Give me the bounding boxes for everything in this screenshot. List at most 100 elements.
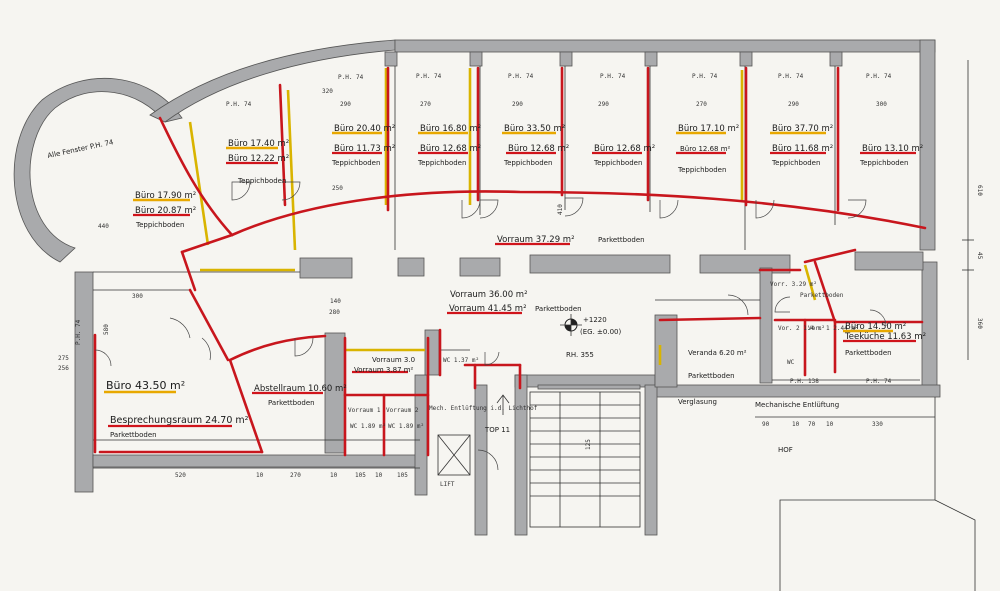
dim: 330 (872, 421, 883, 428)
ph-label: P.H. 74 (866, 73, 892, 80)
room-r5-line2: Büro 12.68 m² (594, 144, 655, 154)
room-r12-line2: Besprechungsraum 24.70 m² (110, 415, 249, 426)
room-r1-line1: Büro 17.40 m² (228, 139, 289, 149)
room-r21-floor: Parkettboden (845, 349, 892, 357)
dim: 300 (132, 293, 143, 300)
dim: 270 (696, 101, 707, 108)
room-r14-line2: Vorraum 3.0 (372, 356, 415, 364)
dim: 270 (290, 472, 301, 479)
dim: 520 (175, 472, 186, 479)
room-r3-line1: Büro 16.80 m² (420, 124, 481, 134)
room-r15-prefix2: Vorraum 2 (386, 407, 419, 414)
room-r8-floor: Teppichboden (859, 159, 908, 167)
dim: 10 (375, 472, 383, 479)
room-r11-line2: Vorraum 41.45 m² (449, 304, 527, 314)
inner-walls (299, 51, 924, 454)
dim: 140 (330, 298, 341, 305)
room-r9-floor: Teppichboden (135, 221, 184, 229)
room-r10-line1: Vorraum 37.29 m² (497, 235, 575, 245)
ph-label: P.H. 74 (416, 73, 442, 80)
room-r19-floor: Parkettboden (800, 292, 844, 299)
room-r2-floor: Teppichboden (331, 159, 380, 167)
room-r19-line1: Vorr. 3.29 m² (770, 281, 817, 288)
ph-label: P.H. 74 (692, 73, 718, 80)
glass-partitions (188, 68, 817, 365)
dim: 250 (332, 185, 343, 192)
staircase (529, 391, 641, 528)
room-r15-line2: WC 1.89 m² (388, 423, 424, 430)
room-r13-floor: Parkettboden (268, 399, 315, 407)
room-r6-line1: Büro 17.10 m² (678, 124, 739, 134)
room-r3-line2: Büro 12.68 m² (420, 144, 481, 154)
dim: 10 (792, 421, 800, 428)
room-r16-line1: WC 1.37 m² (443, 357, 479, 364)
dim: 440 (98, 223, 109, 230)
room-r11-line1: Vorraum 36.00 m² (450, 290, 528, 300)
room-r7-line1: Büro 37.70 m² (772, 124, 833, 134)
door-swings (94, 181, 887, 471)
dim: 90 (762, 421, 770, 428)
room-r6-floor: Teppichboden (677, 166, 726, 174)
dim: 105 (397, 472, 408, 479)
ph-138: P.H. 138 (790, 378, 819, 385)
level-2: (EG. ±0.00) (580, 328, 621, 336)
room-r7-line2: Büro 11.68 m² (772, 144, 833, 154)
room-r1-floor: Teppichboden (237, 177, 286, 185)
room-r20-line1: Vor. 2 1.4 m² (778, 325, 825, 332)
room-r4-line2: Büro 12.68 m² (508, 144, 569, 154)
dim: 410 (557, 204, 564, 215)
room-r12-line1: Büro 43.50 m² (106, 379, 185, 392)
dim: 360 (976, 318, 983, 329)
room-r3-floor: Teppichboden (417, 159, 466, 167)
dim: 275 (58, 355, 69, 362)
ph-label: P.H. 74 (778, 73, 804, 80)
room-r10-floor: Parkettboden (598, 236, 645, 244)
ph-label: P.H. 74 (508, 73, 534, 80)
room-r21-line2: Teeküche 11.63 m² (844, 332, 926, 342)
ph-label: P.H. 74 (226, 101, 252, 108)
room-r12-floor: Parkettboden (110, 431, 157, 439)
dim: 45 (976, 252, 983, 260)
room-r11-floor: Parkettboden (535, 305, 582, 313)
room-r18-line1: Veranda 6.20 m² (688, 349, 747, 357)
dim: 290 (512, 101, 523, 108)
room-r14-line1: Vorraum 3.87 m² (354, 366, 414, 374)
courtyard-label: HOF (778, 446, 793, 454)
dim: 256 (58, 365, 69, 372)
top-label: TOP 11 (484, 426, 510, 434)
dim: 320 (322, 88, 333, 95)
verglasung-label: Verglasung (678, 398, 717, 406)
room-r15-prefix: Vorraum 1 (348, 407, 381, 414)
ph-label: P.H. 74 (338, 74, 364, 81)
room-r20-line3: Vor. 1 2.44 m² (808, 325, 859, 332)
dim: 290 (598, 101, 609, 108)
room-r9-line2: Büro 20.87 m² (135, 206, 196, 216)
dim: 290 (340, 101, 351, 108)
dim: 280 (329, 309, 340, 316)
room-r17-line1: Mech. Entlüftung i.d. Lichthof (429, 405, 538, 412)
room-r18-floor: Parkettboden (688, 372, 735, 380)
room-r6-line2: Büro 12.68 m² (680, 145, 731, 153)
dim: 300 (876, 101, 887, 108)
room-r1-line2: Büro 12.22 m² (228, 154, 289, 164)
room-r2-line1: Büro 20.40 m² (334, 124, 395, 134)
mech-vent-label: Mechanische Entlüftung (755, 401, 839, 409)
ph-label: P.H. 74 (600, 73, 626, 80)
dim: 70 (808, 421, 816, 428)
level-1: +1220 (583, 316, 607, 324)
structure-lines (93, 60, 976, 591)
dimension-labels: 320 270 290 290 290 270 290 300 300 580 … (58, 88, 983, 479)
ph-74-right: P.H. 74 (866, 378, 892, 385)
outer-walls (13, 39, 941, 536)
room-r7-floor: Teppichboden (771, 159, 820, 167)
dim: 105 (355, 472, 366, 479)
level-marker (560, 314, 582, 336)
room-r4-line1: Büro 33.50 m² (504, 124, 565, 134)
room-r20-line2: WC (787, 359, 795, 366)
new-partitions (93, 66, 927, 457)
dim: 10 (330, 472, 338, 479)
room-r2-line2: Büro 11.73 m² (334, 144, 395, 154)
label-underlines (104, 131, 916, 428)
